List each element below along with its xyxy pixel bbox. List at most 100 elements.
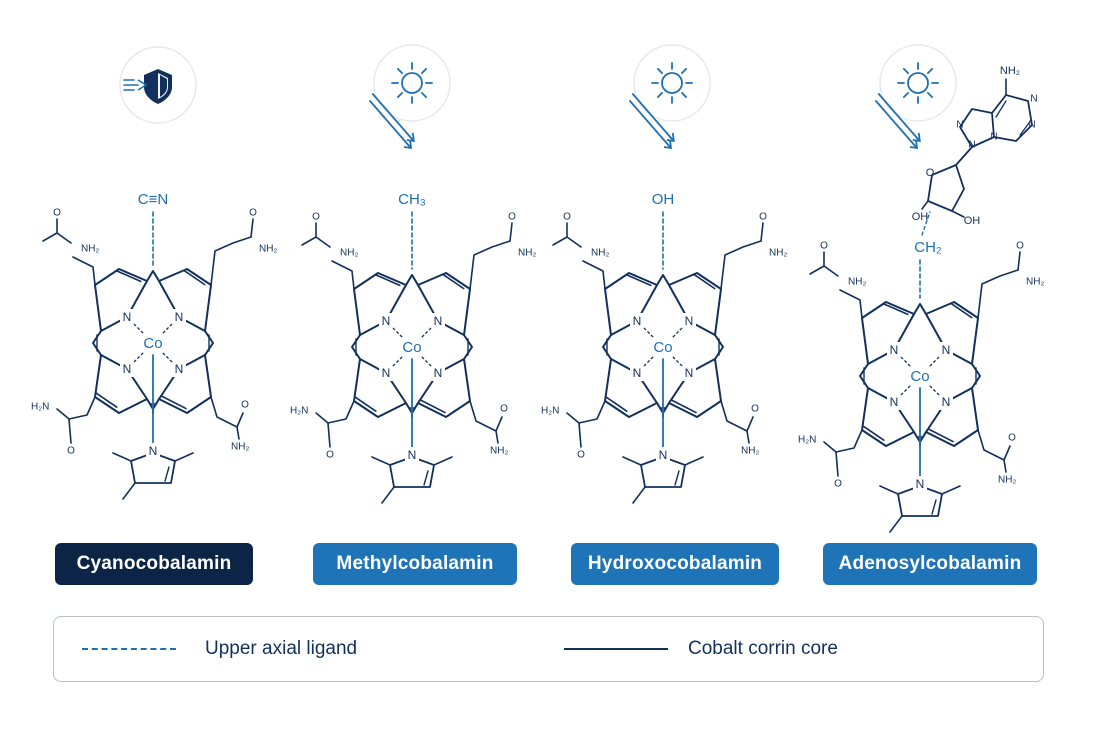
amide-label: NH₂ [1026, 277, 1044, 288]
light-arrow [877, 93, 920, 141]
double-bond [441, 273, 465, 290]
light-arrow [371, 93, 414, 141]
nitrogen-atom: N [942, 395, 951, 409]
n-label-bg [379, 365, 393, 381]
sidechain-tr [977, 269, 1019, 319]
meso-bridge-right [204, 330, 214, 356]
nitrogen-atom: N [633, 366, 642, 380]
double-bond [995, 100, 1007, 118]
light-arrows-icon [875, 93, 921, 150]
oxygen-atom: O [751, 404, 759, 415]
sidechain-tr [210, 236, 252, 286]
light-arrows-icon [369, 93, 415, 150]
cobalt-atom: Co [143, 335, 162, 352]
sidechain-tl [582, 260, 606, 290]
meso-bridge-right [463, 334, 473, 360]
carbonyl-bond [760, 222, 764, 242]
amide-label: NH₂ [340, 248, 358, 259]
amide-bond [823, 441, 837, 453]
carbonyl-bond [746, 416, 754, 432]
hydroxocobalamin-badge[interactable]: Hydroxocobalamin [571, 543, 779, 585]
n-label-bg [405, 447, 419, 463]
meso-bridge-top [146, 270, 160, 282]
dashed-legend-line [82, 648, 176, 650]
double-bond [692, 273, 716, 290]
glycosidic-bond [955, 146, 973, 166]
nitrogen-atom: N [123, 362, 132, 376]
n-label-bg [120, 309, 134, 325]
adenine-n: N [956, 120, 963, 131]
methylcobalamin-badge[interactable]: Methylcobalamin [313, 543, 517, 585]
meso-bridge-left [859, 363, 869, 389]
methyl-bond [684, 456, 704, 466]
arrow-head [137, 79, 148, 91]
sidechain-br [210, 396, 240, 440]
double-bond [374, 273, 401, 287]
nitrogen-atom: N [890, 395, 899, 409]
cobalt-atom: Co [653, 339, 672, 356]
methyl-bond [122, 482, 136, 500]
adenine-n: N [1028, 120, 1035, 131]
sun-ray [656, 91, 664, 99]
carbonyl-bond [250, 218, 254, 238]
light-arrow-head [403, 139, 413, 150]
oxygen-atom: O [500, 404, 508, 415]
methyl-bond [433, 456, 453, 466]
light-arrow-head [909, 139, 919, 150]
co-label-bg [141, 334, 165, 352]
solid-legend-line [564, 648, 668, 650]
hydroxyl-label: OH [964, 215, 981, 227]
nitrogen-atom: N [175, 362, 184, 376]
n-label-bg [939, 394, 953, 410]
double-bond [674, 470, 680, 486]
meso-bridge-top [656, 274, 670, 286]
oxygen-atom: O [249, 208, 257, 219]
n-label-bg [887, 394, 901, 410]
coordination-bond [927, 383, 940, 396]
amide-label: NH₂ [998, 475, 1016, 486]
adenosylcobalamin-badge[interactable]: Adenosylcobalamin [823, 543, 1037, 585]
double-bond [670, 399, 697, 414]
co-label-bg [651, 338, 675, 356]
sun-ray [396, 91, 404, 99]
light-arrow-head [666, 132, 675, 143]
sun-ray [902, 91, 910, 99]
n-label-bg [939, 342, 953, 358]
carbonyl-bond [509, 222, 513, 242]
pyrrole-ring [604, 272, 658, 336]
sun-ray [396, 67, 404, 75]
oxygen-atom: O [1016, 241, 1024, 252]
upper-axial-ligand-label: Upper axial ligand [205, 638, 358, 659]
amide-label: H₂N [541, 406, 559, 417]
light-arrow-head [663, 139, 673, 150]
hydroxyl-bond [951, 210, 965, 218]
coordination-bond [900, 356, 913, 369]
sun-ray [680, 91, 688, 99]
coordination-bond [900, 383, 913, 396]
pyrrole-ring [353, 272, 407, 336]
sidechain-tl-chain [552, 236, 582, 248]
nitrogen-atom: N [382, 366, 391, 380]
adenine-n: N [990, 132, 997, 143]
cobalt-atom: Co [910, 368, 929, 385]
n-label-bg [630, 365, 644, 381]
light-arrow-head [912, 132, 921, 143]
co-label-bg [400, 338, 424, 356]
n-label-bg [630, 313, 644, 329]
oxygen-atom: O [508, 212, 516, 223]
double-bond [882, 302, 909, 316]
sidechain-tl [331, 260, 355, 290]
coordination-bond [643, 327, 656, 340]
coordination-bond [133, 323, 146, 336]
meso-bridge-top [405, 274, 419, 286]
upper-ligand-label: CH₃ [398, 191, 426, 208]
nitrogen-atom: N [916, 477, 925, 491]
cyanocobalamin-badge[interactable]: Cyanocobalamin [55, 543, 253, 585]
sun-ray [420, 91, 428, 99]
n-label-bg [146, 443, 160, 459]
amide-label: NH₂ [769, 248, 787, 259]
amide-label: NH₂ [518, 248, 536, 259]
